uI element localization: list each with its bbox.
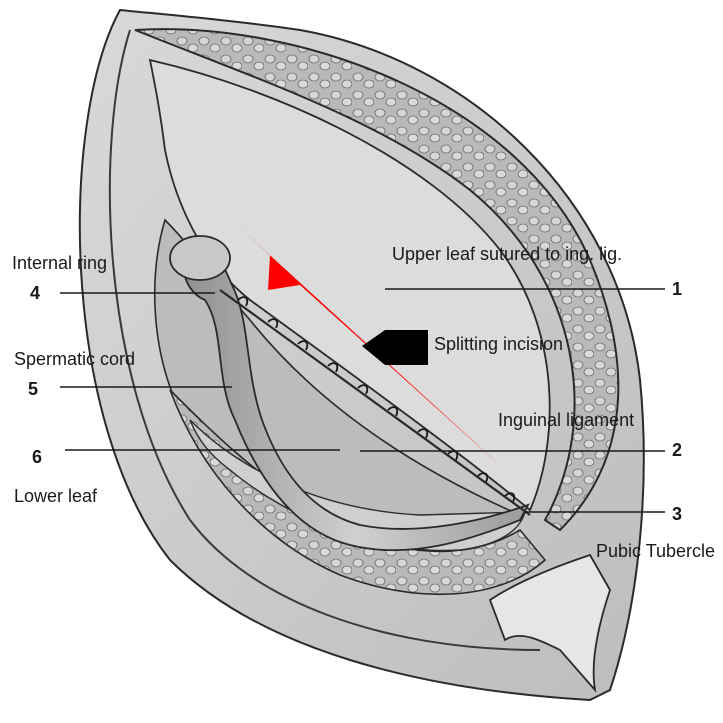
label-pubic-tubercle: Pubic Tubercle <box>596 542 715 560</box>
cord-end <box>170 236 230 280</box>
number-6: 6 <box>32 448 42 466</box>
number-4: 4 <box>30 284 40 302</box>
label-upper-leaf: Upper leaf sutured to ing. lig. <box>392 245 622 263</box>
number-5: 5 <box>28 380 38 398</box>
label-inguinal-ligament: Inguinal ligament <box>498 411 634 429</box>
number-3: 3 <box>672 505 682 523</box>
label-lower-leaf: Lower leaf <box>14 487 97 505</box>
number-2: 2 <box>672 441 682 459</box>
label-internal-ring: Internal ring <box>12 254 107 272</box>
label-splitting-incision: Splitting incision <box>434 335 563 353</box>
label-spermatic-cord: Spermatic cord <box>14 350 135 368</box>
number-1: 1 <box>672 280 682 298</box>
